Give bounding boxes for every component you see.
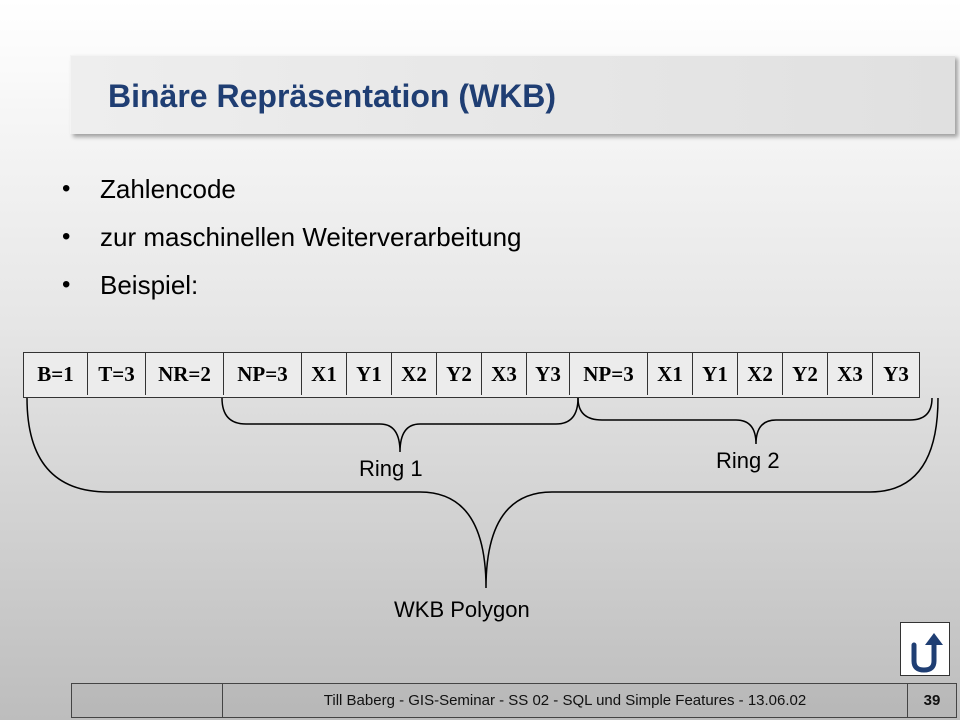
ring1-label: Ring 1 [359, 456, 423, 481]
bullet-list: Zahlencode zur maschinellen Weiterverarb… [60, 165, 522, 309]
wkb-field-coordinate: Y3 [883, 362, 909, 386]
wkb-field-coordinate: Y3 [527, 353, 570, 395]
wkb-field-coordinate: X2 [738, 353, 783, 395]
wkb-field-coordinate: X2 [392, 353, 437, 395]
ring2-label: Ring 2 [716, 448, 780, 473]
wkb-field-coordinate: X3 [482, 353, 527, 395]
footer-bar: Till Baberg - GIS-Seminar - SS 02 - SQL … [71, 683, 957, 718]
title-box: Binäre Repräsentation (WKB) [70, 55, 955, 134]
return-button[interactable] [900, 622, 950, 676]
wkb-field-byte-order: B=1 [24, 353, 88, 395]
bullet-item: Beispiel: [60, 261, 522, 309]
bullet-item: Zahlencode [60, 165, 522, 213]
wkb-field-row: B=1 T=3 NR=2 NP=3 X1 Y1 X2 Y2 X3 Y3 NP=3… [23, 352, 920, 398]
page-number: 39 [923, 692, 941, 709]
wkb-field-coordinate: Y2 [783, 353, 828, 395]
wkb-field-coordinate: Y1 [347, 353, 392, 395]
wkb-field-coordinate: X1 [302, 353, 347, 395]
page-title: Binäre Repräsentation (WKB) [108, 78, 557, 114]
wkb-field-type: T=3 [88, 353, 146, 395]
wkb-field-coordinate: X3 [828, 353, 873, 395]
ring1-brace [221, 397, 579, 453]
wkb-field-num-rings: NR=2 [146, 353, 224, 395]
wkb-field-coordinate: X1 [648, 353, 693, 395]
footer-left-cell [72, 684, 223, 717]
wkb-field-num-points: NP=3 [224, 353, 302, 395]
polygon-label: WKB Polygon [394, 597, 530, 622]
ring2-brace [577, 397, 933, 445]
wkb-field-coordinate: Y2 [437, 353, 482, 395]
return-arrow-icon [911, 633, 943, 673]
footer-text: Till Baberg - GIS-Seminar - SS 02 - SQL … [223, 684, 908, 717]
bullet-item: zur maschinellen Weiterverarbeitung [60, 213, 522, 261]
wkb-field-coordinate: Y1 [693, 353, 738, 395]
wkb-field-num-points: NP=3 [570, 353, 648, 395]
polygon-brace [26, 397, 939, 589]
